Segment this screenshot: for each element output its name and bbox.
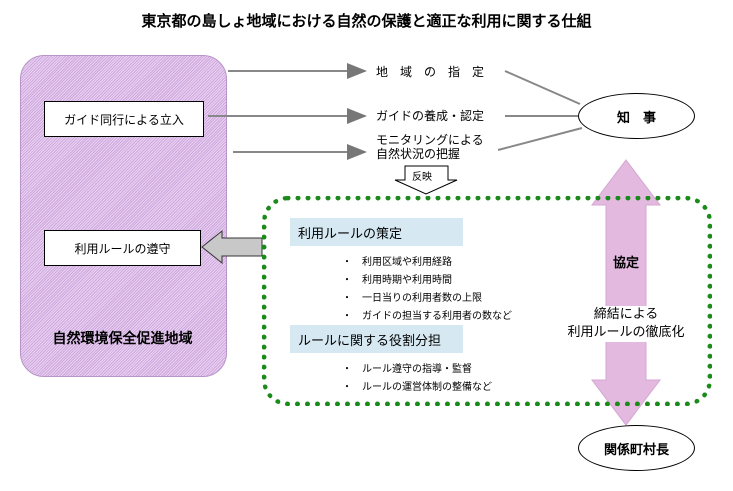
reflect-arrow: [394, 165, 458, 195]
monitoring-line1: モニタリングによる: [376, 133, 484, 147]
designation-label: 地 域 の 指 定: [376, 65, 485, 79]
monitoring-line2: 自然状況の把握: [376, 147, 461, 161]
governor-ellipse: 知 事: [578, 93, 695, 139]
agreement-label: 協定: [612, 256, 639, 271]
list-item: ・ ルールの運営体制の整備など: [342, 382, 492, 393]
rule-setting-heading: 利用ルールの策定: [290, 218, 463, 246]
diagram-title: 東京都の島しょ地域における自然の保護と適正な利用に関する仕組: [141, 12, 592, 30]
list-item: ・ ルール遵守の指導・監督: [342, 364, 472, 375]
monitoring-link: [497, 127, 583, 151]
role-sharing-heading: ルールに関する役割分担: [290, 325, 463, 353]
compliance-block-arrow: [201, 229, 263, 265]
agreement-desc-line1: 締結による: [593, 307, 659, 322]
designation-link: [504, 70, 581, 105]
role-sharing-list: ・ ルール遵守の指導・監督 ・ ルールの運営体制の整備など: [342, 361, 492, 397]
region-label: 自然環境保全促進地域: [52, 331, 193, 347]
list-item: ・ 利用時期や利用時間: [342, 275, 452, 286]
guide-entry-box: ガイド同行による立入: [44, 101, 204, 137]
list-item: ・ ガイドの担当する利用者の数など: [342, 311, 512, 322]
agreement-area: [262, 196, 712, 406]
agreement-description: 締結による 利用ルールの徹底化: [556, 306, 696, 342]
reflect-label: 反映: [412, 172, 432, 183]
list-item: ・ 一日当りの利用者数の上限: [342, 293, 482, 304]
municipal-head-ellipse: 関係町村長: [578, 425, 695, 471]
rule-setting-list: ・ 利用区域や利用経路 ・ 利用時期や利用時間 ・ 一日当りの利用者数の上限 ・…: [342, 254, 512, 326]
rule-compliance-box: 利用ルールの遵守: [44, 230, 201, 266]
agreement-desc-line2: 利用ルールの徹底化: [567, 325, 685, 340]
monitoring-label: モニタリングによる 自然状況の把握: [376, 133, 484, 161]
guide-training-label: ガイドの養成・認定: [376, 109, 485, 123]
list-item: ・ 利用区域や利用経路: [342, 257, 452, 268]
